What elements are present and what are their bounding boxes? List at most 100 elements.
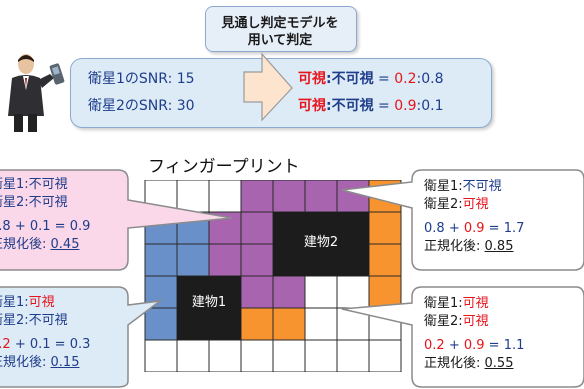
pink-sat2-state: 不可視 [28, 195, 68, 210]
blue-sum-tail: = 0.3 [50, 337, 91, 352]
result2-invisible: 不可視 [331, 98, 374, 114]
grid-cell [336, 339, 370, 372]
grid-cell [368, 243, 402, 277]
tr-sum-b: 0.9 [463, 221, 485, 236]
result2-eq: = [373, 98, 395, 114]
grid-cell [208, 339, 242, 372]
building-2-label: 建物2 [304, 235, 338, 250]
pink-norm-value: 0.45 [50, 237, 80, 252]
grid-cell [368, 275, 402, 309]
snr-sat1: 衛星1のSNR: 15 [88, 71, 195, 87]
tr-norm-value: 0.85 [484, 239, 514, 254]
pink-plus: + [10, 219, 30, 234]
model-box-line2: 用いて判定 [247, 33, 313, 48]
grid-cell [304, 275, 338, 309]
callout-pink: 衛星1:不可視 衛星2:不可視 0.8 + 0.1 = 0.9 正規化後: 0.… [0, 176, 90, 254]
br-sum-tail: = 1.1 [484, 338, 525, 353]
blue-norm-value: 0.15 [50, 355, 80, 370]
blue-sat2-state: 不可視 [28, 313, 68, 328]
building-2 [273, 212, 369, 276]
grid-cell [240, 211, 274, 245]
grid-cell [240, 339, 274, 372]
building-1 [177, 276, 241, 340]
br-sum-a: 0.2 [424, 338, 445, 353]
callout-blue-shape [0, 286, 163, 388]
tr-sum-tail: = 1.7 [484, 221, 525, 236]
snr-result1: 可視:不可視 = 0.2:0.8 [298, 68, 444, 88]
tr-plus: + [444, 221, 464, 236]
grid-cell [144, 243, 178, 277]
grid-cell [304, 307, 338, 341]
grid-cell [368, 339, 402, 372]
grid-cell [240, 275, 274, 309]
br-sum-b: 0.9 [463, 338, 485, 353]
blue-sum-b: 0.1 [29, 337, 51, 352]
result1-invisible: 不可視 [331, 71, 374, 87]
result2-v2: 0.1 [421, 98, 444, 114]
result1-eq: = [373, 71, 395, 87]
blue-sat1: 衛星1 [0, 295, 25, 310]
br-norm-label: 正規化後: [424, 356, 485, 371]
blue-norm-label: 正規化後: [0, 355, 47, 370]
grid-cell [240, 243, 274, 277]
blue-sat2: 衛星2 [0, 313, 25, 328]
blue-sum-a: 0.2 [0, 337, 11, 352]
grid-cell [240, 180, 274, 213]
tr-sat2-state: 可視 [462, 197, 489, 212]
br-sat2-state: 可視 [462, 314, 489, 329]
grid-cell [176, 243, 210, 277]
blue-plus: + [10, 337, 30, 352]
grid-cell [176, 180, 210, 213]
callout-blue: 衛星1:可視 衛星2:不可視 0.2 + 0.1 = 0.3 正規化後: 0.1… [0, 294, 90, 372]
model-box [205, 6, 357, 52]
result1-sep: : [326, 71, 332, 87]
result2-colon: : [416, 98, 422, 114]
fingerprint-title: フィンガープリント [148, 157, 300, 177]
snr-result2: 可視:不可視 = 0.9:0.1 [298, 95, 444, 115]
tr-sat1-state: 不可視 [462, 179, 502, 194]
person-with-phone-icon [8, 54, 65, 132]
pink-norm-label: 正規化後: [0, 237, 47, 252]
pink-sat1-state: 不可視 [28, 177, 68, 192]
br-sat2: 衛星2 [424, 314, 459, 329]
callout-top-right-shape [341, 169, 584, 271]
result2-visible: 可視 [298, 98, 326, 114]
grid-cell [208, 243, 242, 277]
result2-sep: : [326, 98, 332, 114]
grid-cell [304, 339, 338, 372]
tr-sum-a: 0.8 [424, 221, 445, 236]
br-sat1-state: 可視 [462, 296, 489, 311]
tr-sat1: 衛星1 [424, 179, 459, 194]
arrow-right-icon [243, 52, 293, 122]
callout-top-right: 衛星1:不可視 衛星2:可視 0.8 + 0.9 = 1.7 正規化後: 0.8… [424, 179, 525, 254]
result1-v1: 0.2 [394, 71, 417, 87]
callout-pink-shape [0, 169, 233, 271]
pink-sum-tail: = 0.9 [50, 219, 91, 234]
building-1-label: 建物1 [192, 295, 226, 310]
pink-sum-b: 0.1 [29, 219, 51, 234]
tr-sat2: 衛星2 [424, 197, 459, 212]
grid-cell [272, 339, 306, 372]
br-norm-value: 0.55 [484, 356, 514, 371]
result2-v1: 0.9 [394, 98, 417, 114]
grid-cell [272, 180, 306, 213]
grid-cell [144, 339, 178, 372]
grid-cell [272, 307, 306, 341]
callout-bottom-right-shape [341, 286, 584, 388]
pink-sat1: 衛星1 [0, 177, 25, 192]
pink-sum-a: 0.8 [0, 219, 11, 234]
result1-colon: : [416, 71, 422, 87]
grid-cell [144, 307, 178, 341]
tr-norm-label: 正規化後: [424, 239, 485, 254]
br-sat1: 衛星1 [424, 296, 459, 311]
br-plus: + [444, 338, 464, 353]
result1-v2: 0.8 [421, 71, 444, 87]
model-box-line1: 見通し判定モデルを [221, 16, 339, 31]
blue-sat1-state: 可視 [28, 295, 55, 310]
fingerprint-grid: 建物1 建物2 [144, 180, 402, 372]
grid-cell [272, 275, 306, 309]
snr-sat2: 衛星2のSNR: 30 [88, 98, 195, 114]
pink-sat2: 衛星2 [0, 195, 25, 210]
result1-visible: 可視 [298, 71, 326, 87]
callout-bottom-right: 衛星1:可視 衛星2:可視 0.2 + 0.9 = 1.1 正規化後: 0.55 [424, 296, 525, 371]
